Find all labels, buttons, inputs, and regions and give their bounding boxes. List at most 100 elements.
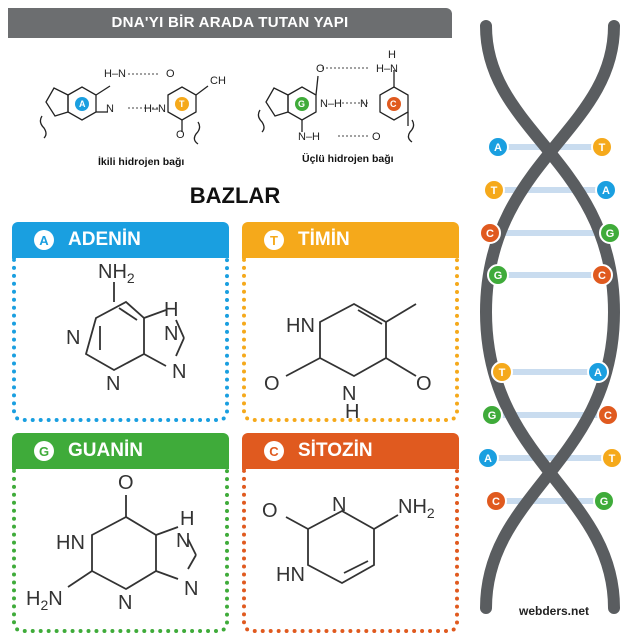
card-cytosine-header: C SİTOZİN	[242, 433, 459, 469]
svg-text:T: T	[499, 367, 506, 379]
svg-text:A: A	[594, 367, 602, 379]
helix-strand-1	[480, 20, 621, 614]
thymine-letter-badge: T	[264, 230, 284, 250]
helix-base-node: G	[487, 264, 509, 286]
helix-base-node: A	[587, 361, 609, 383]
guanine-structure-box: O HN N H N N H2N	[12, 469, 229, 633]
svg-text:A: A	[79, 99, 86, 109]
svg-text:A: A	[494, 142, 502, 154]
helix-base-node: C	[479, 222, 501, 244]
card-cytosine: C SİTOZİN O N NH2 HN	[242, 433, 459, 633]
cytosine-structure: O N NH2 HN	[262, 494, 435, 586]
svg-text:N: N	[184, 578, 198, 600]
svg-text:G: G	[600, 496, 609, 508]
svg-text:N–H: N–H	[298, 131, 320, 143]
adenine-letter-badge: A	[34, 230, 54, 250]
svg-text:HN: HN	[276, 564, 305, 586]
base-pairs-diagram: H–N N H–N O O CH O N–H N–H N H–N H O A T…	[39, 49, 415, 145]
watermark: webders.net	[519, 604, 590, 618]
svg-text:N: N	[164, 323, 178, 345]
svg-text:HN: HN	[56, 532, 85, 554]
adenine-title: ADENİN	[68, 229, 141, 250]
header-title: DNA'YI BİR ARADA TUTAN YAPI	[111, 14, 349, 31]
svg-text:N–H: N–H	[320, 98, 342, 110]
thymine-structure-box: HN N H O O	[242, 258, 459, 423]
svg-text:C: C	[604, 410, 612, 422]
thymine-title: TİMİN	[298, 229, 350, 250]
double-bond-label: İkili hidrojen bağı	[98, 156, 185, 168]
section-title: BAZLAR	[189, 183, 281, 208]
helix-base-node: A	[595, 179, 617, 201]
svg-text:N: N	[176, 530, 190, 552]
svg-text:C: C	[598, 270, 606, 282]
svg-text:O: O	[176, 129, 185, 141]
svg-text:N: N	[172, 361, 186, 383]
helix-base-node: C	[485, 490, 507, 512]
helix-base-node: C	[591, 264, 613, 286]
helix-base-node: T	[601, 447, 623, 469]
svg-text:C: C	[492, 496, 500, 508]
svg-text:O: O	[118, 472, 134, 494]
guanine-structure: O HN N H N N H2N	[26, 472, 198, 614]
svg-text:H–N: H–N	[376, 63, 398, 75]
svg-text:N: N	[332, 494, 346, 516]
helix-base-node: T	[483, 179, 505, 201]
svg-text:H: H	[180, 508, 194, 530]
helix-strand-2	[479, 20, 620, 614]
svg-text:H–N: H–N	[104, 68, 126, 80]
card-adenine-header: A ADENİN	[12, 222, 229, 258]
svg-text:N: N	[66, 327, 80, 349]
svg-text:C: C	[390, 99, 397, 109]
svg-text:T: T	[599, 142, 606, 154]
svg-text:H2N: H2N	[26, 588, 63, 613]
adenine-structure: NH2 N N H N N	[66, 261, 186, 395]
svg-text:N: N	[118, 592, 132, 614]
svg-text:O: O	[316, 63, 325, 75]
card-guanine: G GUANİN O HN N H N N H2N	[12, 433, 229, 633]
card-thymine-header: T TİMİN	[242, 222, 459, 258]
svg-text:HN: HN	[286, 315, 315, 337]
helix-base-node: C	[597, 404, 619, 426]
svg-text:N: N	[106, 103, 114, 115]
svg-text:T: T	[609, 453, 616, 465]
helix-rungs	[488, 144, 612, 504]
guanine-letter-badge: G	[34, 441, 54, 461]
svg-text:G: G	[298, 99, 305, 109]
cytosine-title: SİTOZİN	[298, 440, 373, 461]
triple-bond-label: Üçlü hidrojen bağı	[302, 153, 394, 165]
svg-text:A: A	[484, 453, 492, 465]
helix-base-node: A	[487, 136, 509, 158]
svg-text:G: G	[494, 270, 503, 282]
svg-text:C: C	[486, 228, 494, 240]
svg-text:A: A	[602, 185, 610, 197]
svg-text:T: T	[491, 185, 498, 197]
svg-text:H–N: H–N	[144, 103, 166, 115]
adenine-structure-box: NH2 N N H N N	[12, 258, 229, 422]
header-bar	[8, 8, 452, 38]
svg-text:G: G	[488, 410, 497, 422]
svg-text:N: N	[360, 98, 368, 110]
svg-text:N: N	[342, 383, 356, 405]
helix-base-node: G	[593, 490, 615, 512]
svg-text:H: H	[388, 49, 396, 61]
cytosine-structure-box: O N NH2 HN	[242, 469, 459, 633]
svg-text:O: O	[262, 500, 278, 522]
helix-base-node: G	[481, 404, 503, 426]
svg-text:O: O	[166, 68, 175, 80]
helix-base-node: T	[591, 136, 613, 158]
svg-text:NH2: NH2	[398, 496, 435, 521]
svg-text:N: N	[106, 373, 120, 395]
svg-text:NH2: NH2	[98, 261, 135, 286]
thymine-structure: HN N H O O	[264, 302, 432, 423]
svg-text:CH: CH	[210, 75, 226, 87]
card-adenine: A ADENİN NH2 N N H N N	[12, 222, 229, 422]
cytosine-letter-badge: C	[264, 441, 284, 461]
svg-text:O: O	[416, 373, 432, 395]
svg-text:T: T	[179, 99, 185, 109]
svg-text:H: H	[345, 401, 359, 418]
helix-base-node: A	[477, 447, 499, 469]
card-thymine: T TİMİN HN N H O O	[242, 222, 459, 423]
svg-text:O: O	[372, 131, 381, 143]
guanine-title: GUANİN	[68, 440, 143, 461]
